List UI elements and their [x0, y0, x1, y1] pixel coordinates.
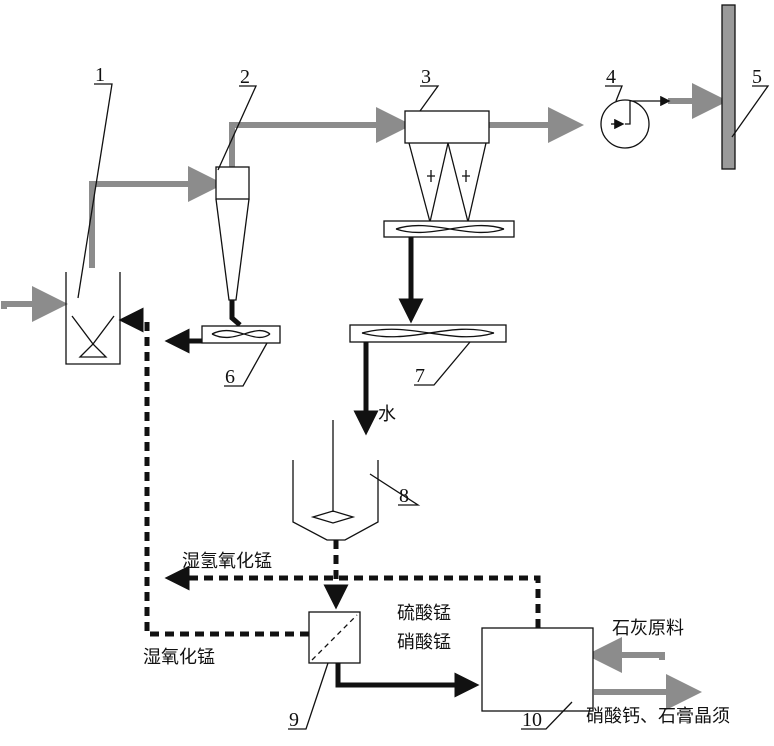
wet-hydroxide-label: 湿氢氧化锰 — [182, 551, 272, 572]
label-6: 6 — [225, 366, 235, 388]
label-9: 9 — [289, 709, 299, 731]
cyclone-discharge-line — [232, 300, 240, 325]
reactor-10 — [482, 628, 593, 711]
bag-filter-3 — [384, 111, 514, 316]
label-8: 8 — [399, 485, 409, 507]
stack-5 — [722, 5, 735, 169]
label-1: 1 — [95, 64, 105, 86]
agitator-blade-icon — [313, 511, 353, 523]
label-7: 7 — [415, 365, 425, 387]
label-5: 5 — [752, 66, 762, 88]
recycle-lines — [126, 320, 538, 634]
water-label: 水 — [378, 404, 396, 425]
lime-label: 石灰原料 — [612, 618, 684, 639]
cyclone-2 — [216, 167, 249, 325]
manganese-sulfate-label: 硫酸锰 — [397, 603, 451, 624]
cyclone-to-filter-line — [232, 125, 400, 168]
gas-flow-lines — [4, 101, 716, 692]
screw-conveyor-7 — [350, 325, 506, 428]
wet-oxide-return-line — [126, 320, 309, 634]
products-label: 硝酸钙、石膏晶须 — [586, 705, 730, 727]
label-10: 10 — [522, 709, 542, 731]
lime-input-line — [598, 655, 662, 660]
fan-4 — [601, 100, 668, 148]
label-3: 3 — [421, 66, 431, 88]
reactor-to-cyclone-line — [92, 184, 212, 268]
reactor-1 — [66, 272, 120, 364]
label-2: 2 — [240, 66, 250, 88]
label-4: 4 — [606, 66, 616, 88]
wet-oxide-label: 湿氧化锰 — [143, 647, 215, 668]
manganese-nitrate-label: 硝酸锰 — [397, 632, 451, 653]
stirred-tank-8 — [293, 420, 378, 602]
distributor-icon — [80, 344, 106, 357]
inlet-gas-line — [4, 304, 56, 309]
separator-to-reactor10-line — [338, 663, 472, 685]
text-labels: 水 湿氢氧化锰 湿氧化锰 硫酸锰 硝酸锰 石灰原料 硝酸钙、石膏晶须 — [143, 404, 730, 727]
screw-conveyor-6 — [172, 326, 280, 343]
